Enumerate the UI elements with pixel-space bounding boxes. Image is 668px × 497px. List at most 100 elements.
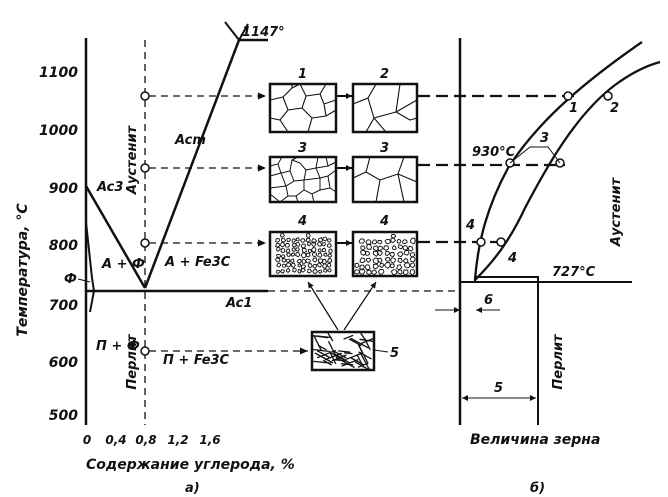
pearlite-lamella [334, 353, 347, 362]
grain [297, 269, 302, 274]
grain [317, 252, 323, 258]
ac1-label: Ac1 [225, 296, 252, 311]
grain [276, 269, 281, 275]
grain [311, 251, 318, 258]
grain [301, 258, 307, 264]
grain [402, 244, 409, 251]
grain [384, 257, 391, 262]
grain [322, 236, 328, 242]
point-620 [140, 346, 150, 356]
pearlite-ferrite-label: П + Ф [96, 339, 140, 354]
point-3-tie [509, 146, 561, 164]
grain [291, 243, 297, 248]
grain [389, 252, 395, 258]
grain [384, 238, 392, 245]
grain [409, 256, 416, 262]
grain [365, 239, 372, 246]
grain [291, 238, 296, 243]
micrograph-4-very-fine-grains [268, 230, 338, 278]
pearlite-lamella [338, 350, 351, 353]
grain [311, 246, 317, 253]
grain [307, 248, 313, 254]
grain [284, 243, 291, 248]
pearlite-lamella [324, 352, 342, 361]
pearlite-lamella [316, 350, 330, 359]
x-tick-1-2: 1,2 [167, 433, 188, 447]
grain [291, 246, 297, 253]
grain [280, 248, 286, 254]
grain-size-axis-title: Величина зерна [470, 432, 600, 448]
pearlite-lamella [359, 351, 370, 370]
grain [396, 238, 402, 244]
pearlite-lamella [359, 338, 374, 342]
grain [295, 252, 301, 258]
grain [300, 264, 307, 270]
grain [396, 264, 403, 271]
temp-930-label: 930°С [472, 145, 516, 160]
grain [305, 258, 312, 264]
pearlite-lamella [344, 352, 353, 355]
austenite-ferrite-label: A + Ф [101, 257, 145, 272]
micrograph-3-large-grains [351, 155, 419, 204]
austenite-fe3c-label: A + Fe3C [164, 255, 231, 270]
acm-line [143, 39, 241, 289]
x-axis-title: Содержание углерода, % [86, 457, 295, 473]
heating-arrows [149, 92, 580, 355]
grain [390, 269, 398, 275]
pearlite-lamella [343, 334, 354, 340]
fe-c-diagram: Температура, °С 1100 1000 900 800 700 60… [15, 21, 458, 496]
point-label-1: 1 [569, 101, 578, 116]
grain [383, 262, 392, 269]
grain [402, 239, 408, 245]
ferrite-leader [77, 278, 91, 283]
grain [306, 232, 311, 239]
temp-1147: 1147° [242, 25, 285, 40]
grain [371, 239, 377, 245]
micro-num-3b: 3 [380, 141, 389, 156]
micrographs: 1 2 3 3 4 4 [268, 67, 419, 372]
grain [392, 245, 397, 251]
grain [403, 262, 411, 269]
grain [377, 240, 383, 245]
panel-label-b: б) [530, 481, 545, 496]
grain [317, 258, 324, 264]
grain [286, 252, 291, 257]
grain [300, 252, 307, 258]
pearlite-lamella [346, 352, 363, 360]
pearlite-lamella [350, 357, 365, 366]
micro-num-4b: 4 [379, 214, 389, 229]
grain [372, 245, 379, 252]
point-label-2: 2 [610, 101, 619, 116]
grain [377, 257, 383, 264]
grain [326, 243, 332, 249]
grain [318, 269, 323, 274]
grain [285, 248, 291, 254]
y-tick-900: 900 [49, 181, 78, 197]
pearlite-lamella [327, 332, 334, 342]
grain [285, 267, 291, 273]
grain [312, 269, 318, 275]
grain [295, 242, 301, 247]
pearlite-lamella [354, 361, 369, 370]
curve-point-4b [496, 237, 506, 247]
temp-727-label: 727°С [552, 265, 596, 280]
grain [276, 246, 281, 252]
micro-num-5: 5 [390, 346, 399, 361]
grain [307, 242, 311, 247]
grain [285, 262, 292, 268]
y-tick-600: 600 [49, 355, 78, 371]
grain [317, 248, 322, 253]
grain [366, 269, 373, 276]
grain [323, 268, 328, 273]
grain [306, 268, 313, 274]
acm-label: Acm [174, 133, 206, 148]
y-tick-1100: 1100 [39, 65, 78, 81]
pearlite-fe3c-label: П + Fe3C [163, 353, 230, 368]
grain [407, 245, 414, 252]
pearlite-lamella [333, 350, 347, 359]
point-800 [140, 238, 150, 248]
pearlite-lamella [313, 335, 323, 352]
grain [410, 262, 416, 269]
micro-num-3a: 3 [298, 141, 307, 156]
grain [275, 242, 281, 248]
